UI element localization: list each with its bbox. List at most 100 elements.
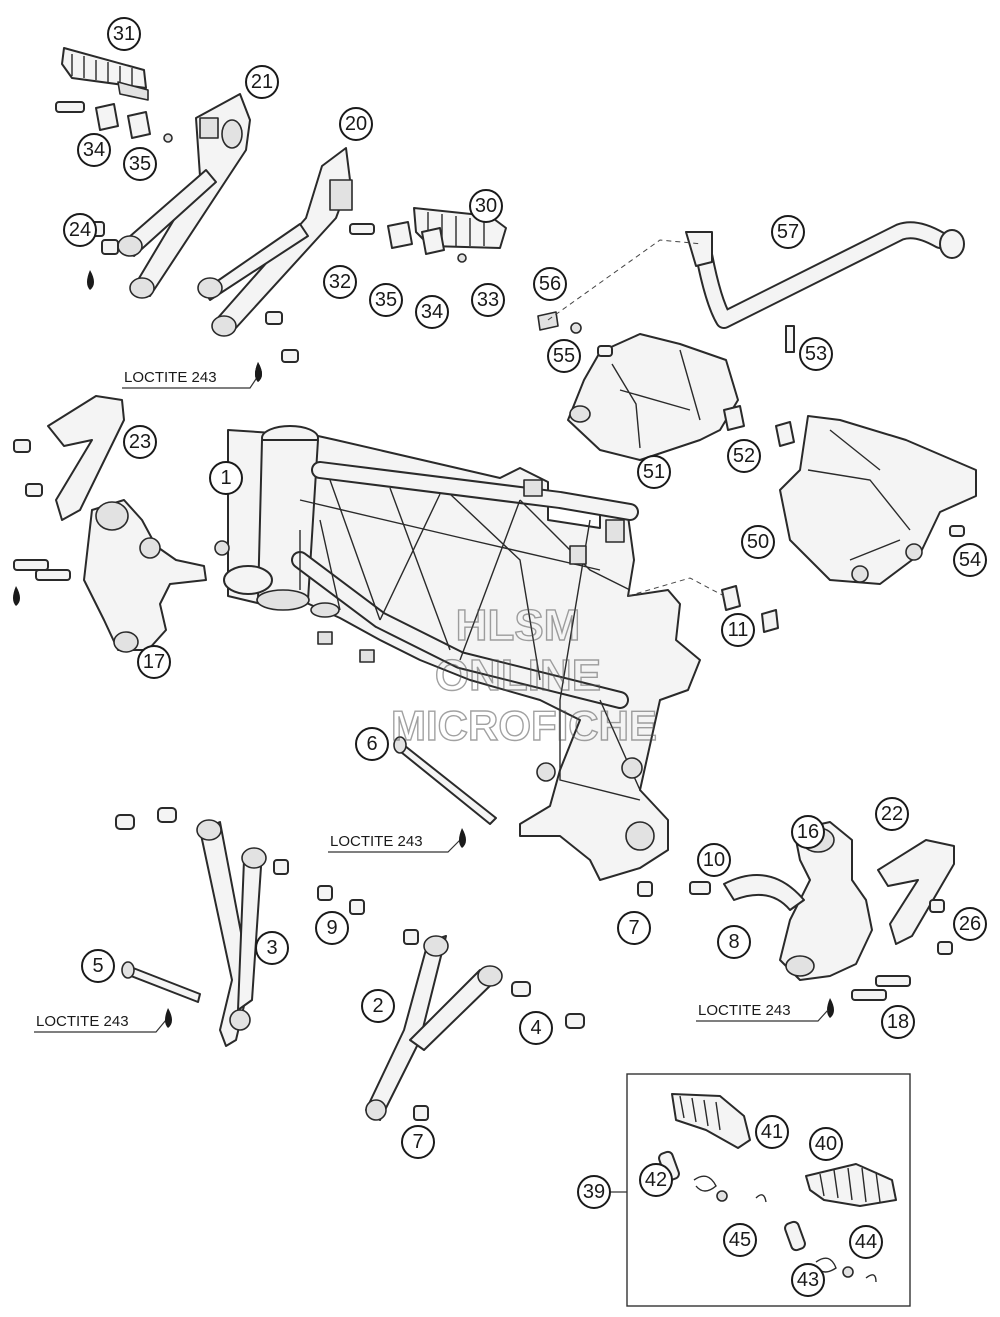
watermark-line-3: MICROFICHE: [391, 702, 657, 749]
footrest-bracket-20: [197, 147, 353, 337]
callout-9: 9: [315, 911, 349, 945]
strut-3: [196, 819, 267, 1047]
svg-text:LOCTITE 243: LOCTITE 243: [330, 833, 423, 850]
air-box-51: [567, 333, 739, 461]
svg-text:1: 1: [220, 467, 231, 489]
svg-text:32: 32: [329, 271, 351, 293]
svg-text:9: 9: [326, 917, 337, 939]
svg-text:57: 57: [777, 221, 799, 243]
svg-text:34: 34: [83, 139, 105, 161]
svg-text:52: 52: [733, 445, 755, 467]
svg-text:17: 17: [143, 651, 165, 673]
air-box-50: [779, 415, 977, 585]
callout-34b: 34: [415, 295, 449, 329]
callout-40: 40: [809, 1127, 843, 1161]
callout-44: 44: [849, 1225, 883, 1259]
callout-8: 8: [717, 925, 751, 959]
callout-35b: 35: [369, 283, 403, 317]
footrest-bracket-21: [117, 93, 251, 299]
callout-17: 17: [137, 645, 171, 679]
callout-26: 26: [953, 907, 987, 941]
callout-30: 30: [469, 189, 503, 223]
svg-text:44: 44: [855, 1231, 877, 1253]
callout-5: 5: [81, 949, 115, 983]
svg-text:42: 42: [645, 1169, 667, 1191]
svg-text:11: 11: [728, 619, 749, 641]
callout-57: 57: [771, 215, 805, 249]
svg-text:8: 8: [728, 931, 739, 953]
callout-52: 52: [727, 439, 761, 473]
svg-text:20: 20: [345, 113, 367, 135]
footpeg-31: [61, 47, 149, 101]
svg-text:7: 7: [412, 1131, 423, 1153]
loctite-label-4: LOCTITE 243: [696, 1002, 829, 1022]
callout-24: 24: [63, 213, 97, 247]
svg-text:54: 54: [959, 549, 981, 571]
svg-text:41: 41: [761, 1121, 783, 1143]
footrest-carrier-17: [13, 499, 207, 653]
heel-guard-22: [877, 839, 955, 955]
heel-guard-23: [13, 395, 125, 521]
svg-text:6: 6: [366, 733, 377, 755]
callout-16: 16: [791, 815, 825, 849]
callouts: 1 2 3 4 5 6 7 7 8 9 10 11 16 17 18 20 21…: [63, 17, 987, 1297]
svg-text:43: 43: [797, 1269, 819, 1291]
svg-text:35: 35: [375, 289, 397, 311]
callout-51: 51: [637, 455, 671, 489]
svg-text:56: 56: [539, 273, 561, 295]
svg-text:5: 5: [92, 955, 103, 977]
svg-text:33: 33: [477, 289, 499, 311]
bolts: [115, 736, 711, 1121]
callout-3: 3: [255, 931, 289, 965]
svg-text:21: 21: [251, 71, 273, 93]
watermark-line-2: ONLINE: [435, 651, 601, 700]
svg-text:LOCTITE 243: LOCTITE 243: [36, 1013, 129, 1030]
callout-53: 53: [799, 337, 833, 371]
svg-text:51: 51: [643, 461, 665, 483]
pipe-57: [685, 221, 965, 329]
svg-text:31: 31: [113, 23, 135, 45]
svg-text:2: 2: [372, 995, 383, 1017]
callout-22: 22: [875, 797, 909, 831]
callout-56: 56: [533, 267, 567, 301]
svg-text:35: 35: [129, 153, 151, 175]
callout-54: 54: [953, 543, 987, 577]
assembly-lines: [547, 239, 725, 597]
svg-text:40: 40: [815, 1133, 837, 1155]
loctite-label-2: LOCTITE 243: [328, 828, 466, 853]
clips-small: [537, 311, 965, 633]
callout-1: 1: [209, 461, 243, 495]
callout-10: 10: [697, 843, 731, 877]
callout-42: 42: [639, 1163, 673, 1197]
callout-50: 50: [741, 525, 775, 559]
svg-text:45: 45: [729, 1229, 751, 1251]
svg-text:55: 55: [553, 345, 575, 367]
callout-7b: 7: [401, 1125, 435, 1159]
main-frame: [214, 425, 701, 881]
callout-55: 55: [547, 339, 581, 373]
svg-text:LOCTITE 243: LOCTITE 243: [698, 1002, 791, 1019]
svg-text:23: 23: [129, 431, 151, 453]
callout-35a: 35: [123, 147, 157, 181]
callout-18: 18: [881, 1005, 915, 1039]
svg-text:10: 10: [703, 849, 725, 871]
callout-11: 11: [721, 613, 755, 647]
callout-43: 43: [791, 1263, 825, 1297]
svg-text:18: 18: [887, 1011, 909, 1033]
callout-39: 39: [577, 1175, 611, 1209]
svg-text:16: 16: [797, 821, 819, 843]
svg-text:30: 30: [475, 195, 497, 217]
svg-text:34: 34: [421, 301, 443, 323]
callout-41: 41: [755, 1115, 789, 1149]
callout-33: 33: [471, 283, 505, 317]
callout-31: 31: [107, 17, 141, 51]
svg-text:7: 7: [628, 917, 639, 939]
svg-text:26: 26: [959, 913, 981, 935]
svg-text:53: 53: [805, 343, 827, 365]
watermark: HLSM ONLINE MICROFICHE: [390, 600, 657, 749]
callout-45: 45: [723, 1223, 757, 1257]
strut-2: [365, 935, 503, 1121]
loctite-label-3: LOCTITE 243: [34, 1008, 172, 1033]
svg-text:LOCTITE 243: LOCTITE 243: [124, 369, 217, 386]
